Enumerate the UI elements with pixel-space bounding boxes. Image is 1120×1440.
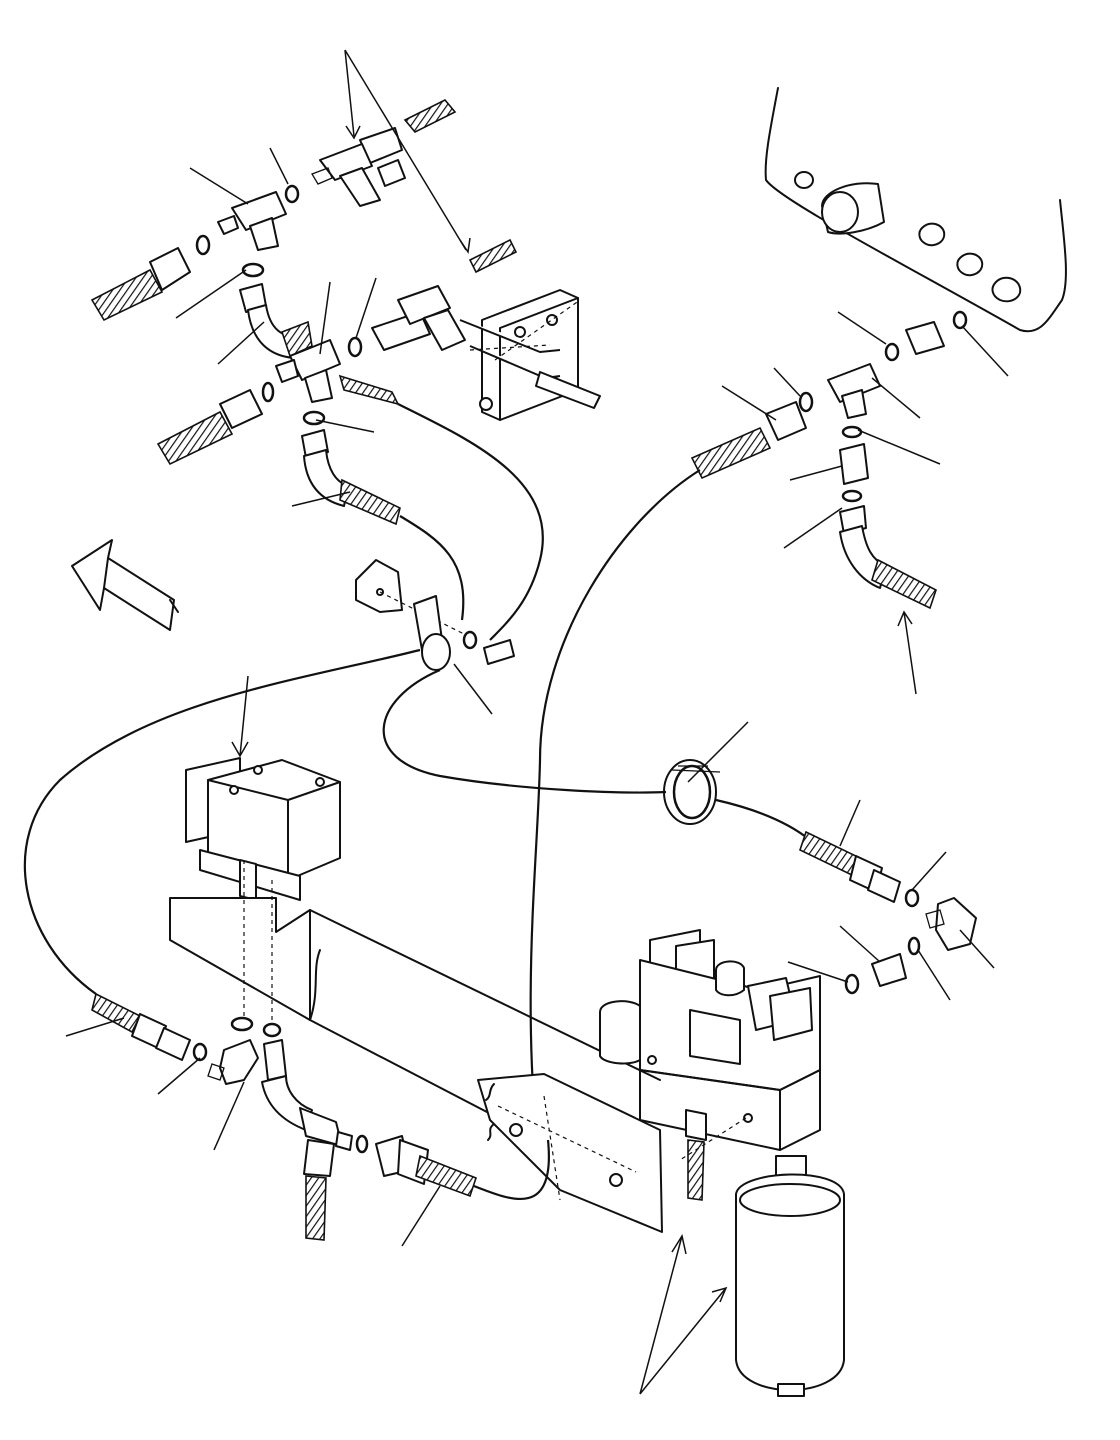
lower-left-fittings <box>23 648 551 1241</box>
lower-right-valve <box>599 929 821 1201</box>
hose-run-1 <box>397 403 544 641</box>
tee-fitting-upper <box>311 127 406 207</box>
upper-right-fitting-group <box>529 87 1067 1171</box>
hose-sleeve-right <box>468 238 518 274</box>
hose-run-2 <box>399 515 465 621</box>
hose-left-1 <box>90 234 211 322</box>
front-direction-arrow <box>71 539 179 631</box>
tee-fitting-left <box>217 184 300 251</box>
elbow-hose-upper <box>239 262 313 359</box>
clamp-assembly <box>355 559 515 671</box>
hose-run-5 <box>473 1139 551 1201</box>
accumulator <box>735 1155 845 1397</box>
leader-lines <box>65 49 1009 1395</box>
hose-run-4 <box>23 648 421 995</box>
frame-rail <box>169 860 663 1233</box>
hose-sleeve-middle <box>338 374 400 406</box>
bracket-plate <box>459 289 601 421</box>
lower-right-fittings <box>382 668 977 995</box>
hose-left-2 <box>156 381 275 466</box>
upper-left-fitting-group <box>90 99 601 641</box>
hose-run-6 <box>382 668 667 794</box>
elbow-hose-lower <box>301 410 401 526</box>
hose-sleeve-top <box>403 99 457 133</box>
hose-run-3 <box>529 469 701 1171</box>
tank-outline <box>764 87 1067 333</box>
hose-run-7 <box>715 798 811 841</box>
lower-left-valve <box>185 757 341 901</box>
tee-fitting-middle <box>275 285 466 403</box>
